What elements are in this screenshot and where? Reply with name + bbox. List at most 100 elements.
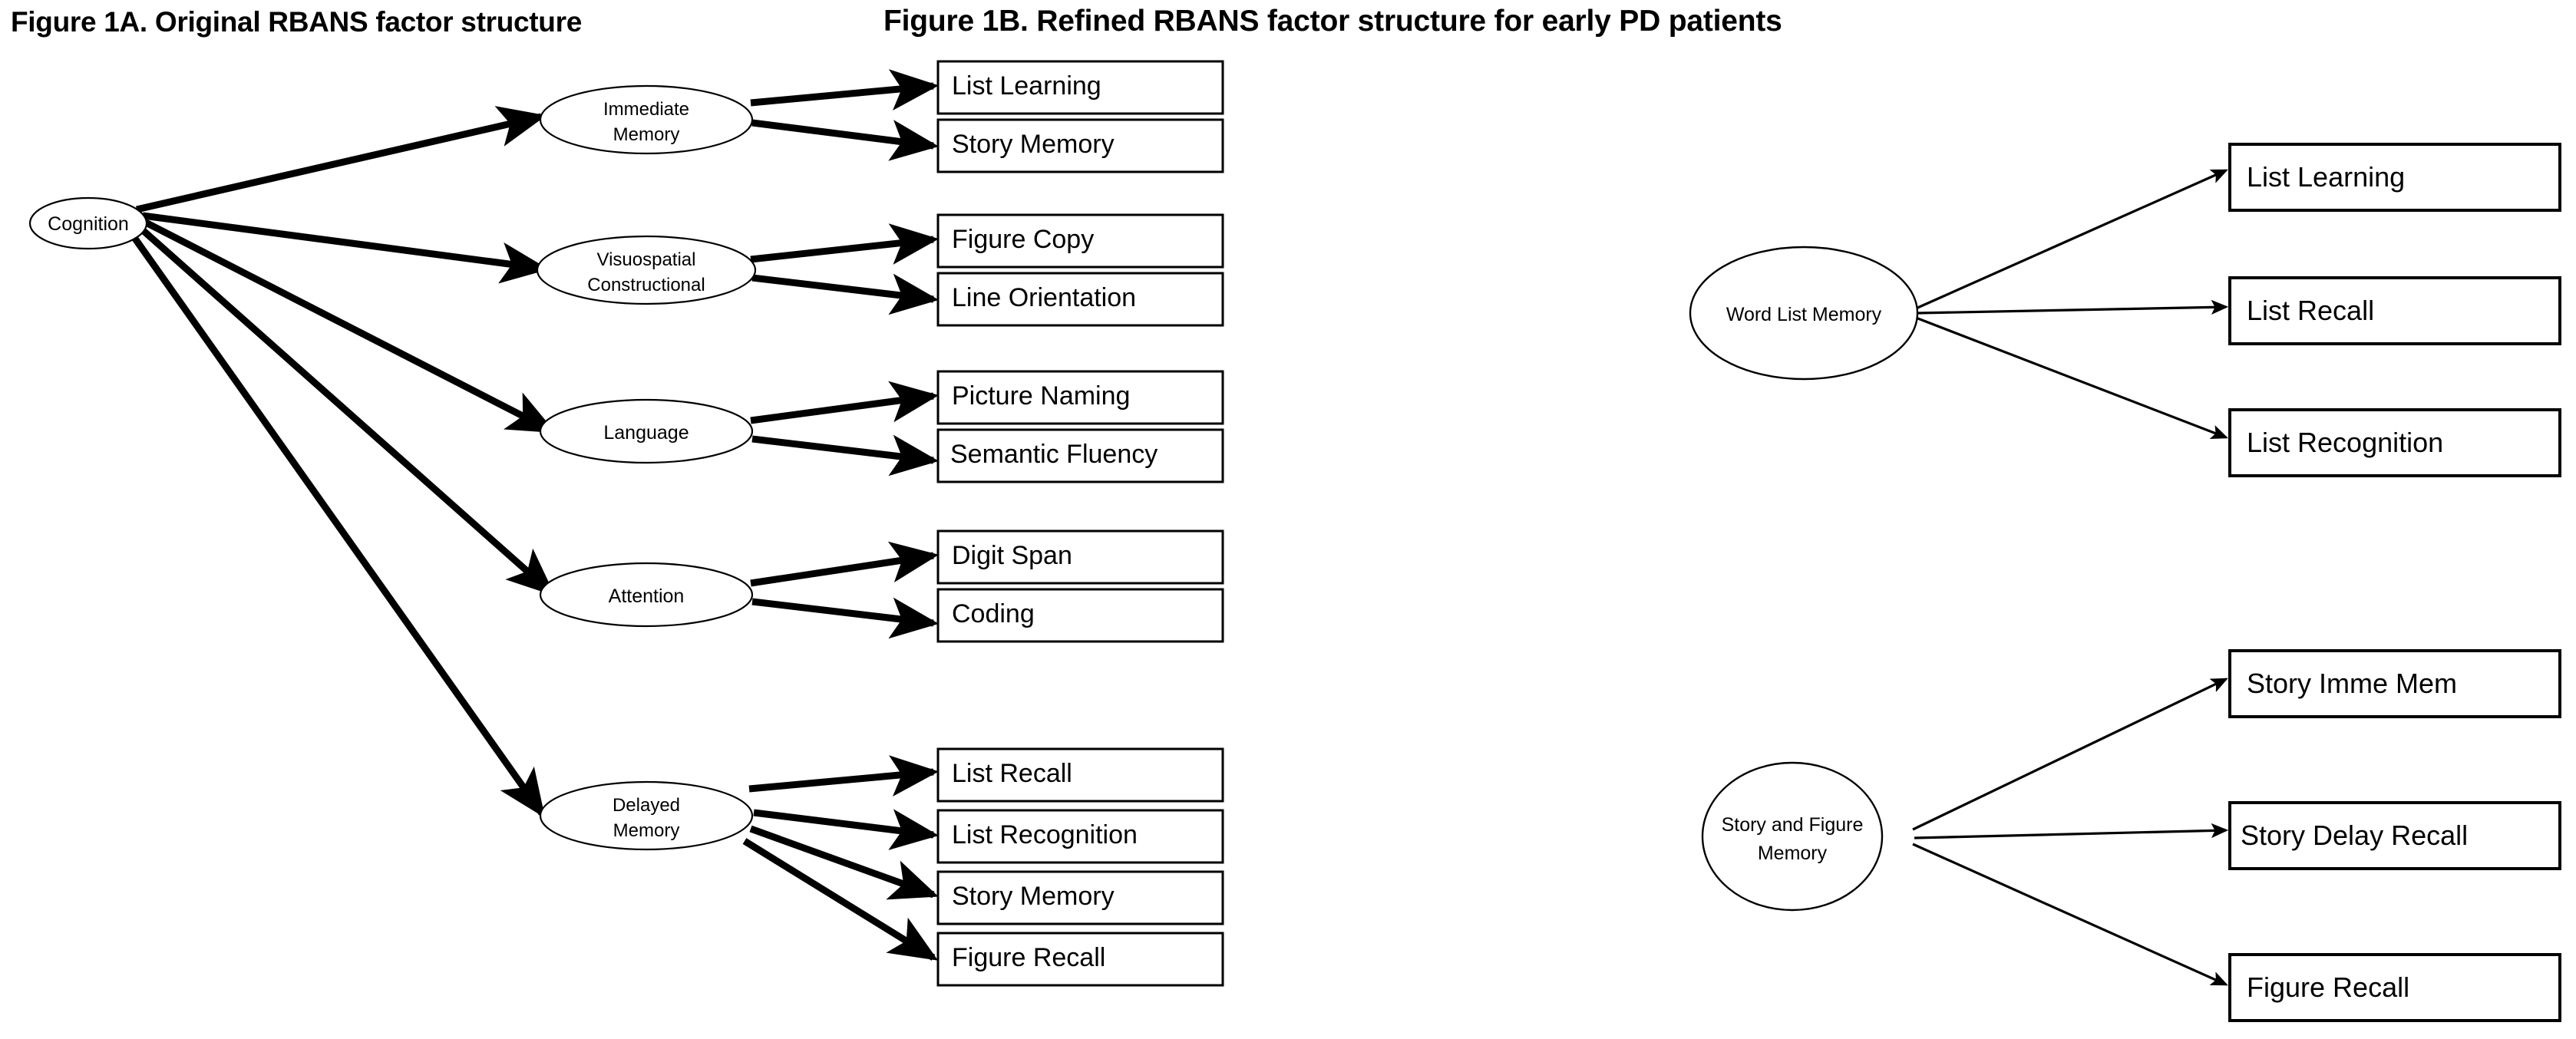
box-label-list-learning: List Learning: [952, 71, 1101, 101]
story-figure-memory-label-line1: Story and Figure: [1722, 814, 1864, 836]
immediate-memory-ellipse[interactable]: [539, 84, 754, 155]
box-list-recall-b[interactable]: [2228, 276, 2561, 345]
node-cognition[interactable]: Cognition: [28, 196, 148, 250]
link-cognition-visuospatial: [142, 212, 550, 284]
story-figure-memory-label-line2: Memory: [1758, 843, 1828, 864]
box-digit-span[interactable]: [936, 529, 1224, 585]
indicator-box[interactable]: Story Delay Recall: [2228, 801, 2561, 870]
node-visuospatial-constructional[interactable]: Visuospatial Constructional: [536, 235, 757, 305]
figure-1b-diagram: Word List Memory Story and Figure Memory…: [1689, 143, 2561, 1022]
indicator-box[interactable]: Picture Naming: [936, 370, 1224, 425]
cognition-ellipse[interactable]: [28, 196, 148, 250]
box-label-figure-recall-b: Figure Recall: [2247, 971, 2409, 1003]
link-dm-story-memory: [749, 825, 939, 900]
box-label-story-memory-im: Story Memory: [952, 130, 1115, 159]
node-language[interactable]: Language: [539, 398, 754, 464]
word-list-memory-ellipse[interactable]: [1689, 246, 1919, 381]
box-label-list-recall-b: List Recall: [2247, 295, 2374, 326]
cognition-label: Cognition: [48, 213, 129, 235]
box-label-list-recall: List Recall: [952, 759, 1072, 788]
figure-1a: Figure 1A. Original RBANS factor structu…: [0, 0, 1274, 1039]
visuospatial-label-line1: Visuospatial: [597, 249, 696, 270]
attention-ellipse[interactable]: [539, 562, 754, 628]
indicator-box[interactable]: Figure Recall: [936, 932, 1224, 987]
root-to-factor-links: [132, 106, 556, 818]
indicator-box[interactable]: Story Memory: [936, 870, 1224, 925]
box-figure-recall-dm[interactable]: [936, 932, 1224, 987]
box-label-list-recognition-b: List Recognition: [2247, 427, 2443, 458]
link-im-list-learning: [750, 69, 940, 111]
indicator-box[interactable]: List Recall: [2228, 276, 2561, 345]
language-ellipse[interactable]: [539, 398, 754, 464]
box-list-learning-b[interactable]: [2228, 143, 2561, 212]
box-label-picture-naming: Picture Naming: [952, 381, 1130, 411]
figure-1a-title: Figure 1A. Original RBANS factor structu…: [11, 6, 582, 38]
box-list-recognition[interactable]: [936, 809, 1224, 864]
indicator-box[interactable]: Story Memory: [936, 118, 1224, 173]
story-figure-memory-links: [1912, 678, 2229, 986]
figure-1b: Figure 1B. Refined RBANS factor structur…: [883, 0, 2576, 1039]
indicator-box[interactable]: Figure Recall: [2228, 953, 2561, 1022]
indicator-box[interactable]: List Recognition: [936, 809, 1224, 864]
link-att-coding: [751, 597, 940, 639]
delayed-memory-ellipse[interactable]: [539, 780, 754, 851]
indicator-box[interactable]: List Recall: [936, 747, 1224, 803]
indicator-box[interactable]: Semantic Fluency: [936, 428, 1224, 483]
box-label-figure-copy: Figure Copy: [952, 225, 1094, 254]
box-label-digit-span: Digit Span: [952, 541, 1072, 570]
indicator-box[interactable]: List Learning: [936, 60, 1224, 115]
link-sfm-figure-recall: [1912, 843, 2228, 986]
box-story-imme-mem[interactable]: [2228, 649, 2561, 718]
box-label-line-orientation: Line Orientation: [952, 283, 1136, 312]
box-label-story-delay-recall: Story Delay Recall: [2241, 820, 2468, 851]
visuospatial-ellipse[interactable]: [536, 235, 757, 305]
node-delayed-memory[interactable]: Delayed Memory: [539, 780, 754, 851]
link-wlm-list-learning: [1915, 169, 2228, 310]
box-line-orientation[interactable]: [936, 272, 1224, 327]
figure-1a-diagram: Cognition Immediate Memory Visuospatial …: [28, 60, 1224, 987]
link-dm-list-recall: [748, 755, 940, 797]
story-figure-memory-ellipse[interactable]: [1701, 761, 1884, 912]
box-label-story-imme-mem: Story Imme Mem: [2247, 668, 2457, 699]
link-cognition-language: [144, 219, 556, 434]
box-story-delay-recall[interactable]: [2228, 801, 2561, 870]
link-sfm-story-imme-mem: [1912, 678, 2228, 831]
box-figure-recall-b[interactable]: [2228, 953, 2561, 1022]
link-lang-semantic-fluency: [751, 434, 940, 477]
box-list-learning[interactable]: [936, 60, 1224, 115]
indicator-box[interactable]: List Learning: [2228, 143, 2561, 212]
box-coding[interactable]: [936, 588, 1224, 643]
indicator-box[interactable]: Line Orientation: [936, 272, 1224, 327]
box-label-semantic-fluency: Semantic Fluency: [950, 440, 1158, 469]
box-label-story-memory-dm: Story Memory: [952, 882, 1115, 911]
delayed-memory-label-line1: Delayed: [613, 795, 680, 816]
factor-to-indicator-links: [742, 69, 940, 961]
immediate-memory-label-line1: Immediate: [603, 99, 689, 120]
attention-label: Attention: [609, 585, 685, 607]
word-list-memory-links: [1915, 169, 2229, 440]
word-list-memory-label: Word List Memory: [1726, 304, 1882, 325]
indicator-box[interactable]: Figure Copy: [936, 213, 1224, 269]
node-attention[interactable]: Attention: [539, 562, 754, 628]
indicator-box[interactable]: Digit Span: [936, 529, 1224, 585]
box-semantic-fluency[interactable]: [936, 428, 1224, 483]
link-sfm-story-delay-recall: [1914, 823, 2229, 839]
link-dm-list-recognition: [753, 809, 940, 850]
node-word-list-memory[interactable]: Word List Memory: [1689, 246, 1919, 381]
node-immediate-memory[interactable]: Immediate Memory: [539, 84, 754, 155]
link-dm-figure-recall: [742, 838, 939, 961]
box-figure-copy[interactable]: [936, 213, 1224, 269]
box-picture-naming[interactable]: [936, 370, 1224, 425]
box-label-figure-recall-dm: Figure Recall: [952, 943, 1105, 972]
link-att-digit-span: [750, 541, 940, 587]
indicator-box[interactable]: Story Imme Mem: [2228, 649, 2561, 718]
box-list-recognition-b[interactable]: [2228, 408, 2561, 477]
indicator-box[interactable]: Coding: [936, 588, 1224, 643]
box-list-recall[interactable]: [936, 747, 1224, 803]
link-wlm-list-recall: [1917, 299, 2229, 315]
node-story-and-figure-memory[interactable]: Story and Figure Memory: [1701, 761, 1884, 912]
delayed-memory-label-line2: Memory: [613, 820, 680, 841]
indicator-box[interactable]: List Recognition: [2228, 408, 2561, 477]
box-story-memory-dm[interactable]: [936, 870, 1224, 925]
box-story-memory-im[interactable]: [936, 118, 1224, 173]
